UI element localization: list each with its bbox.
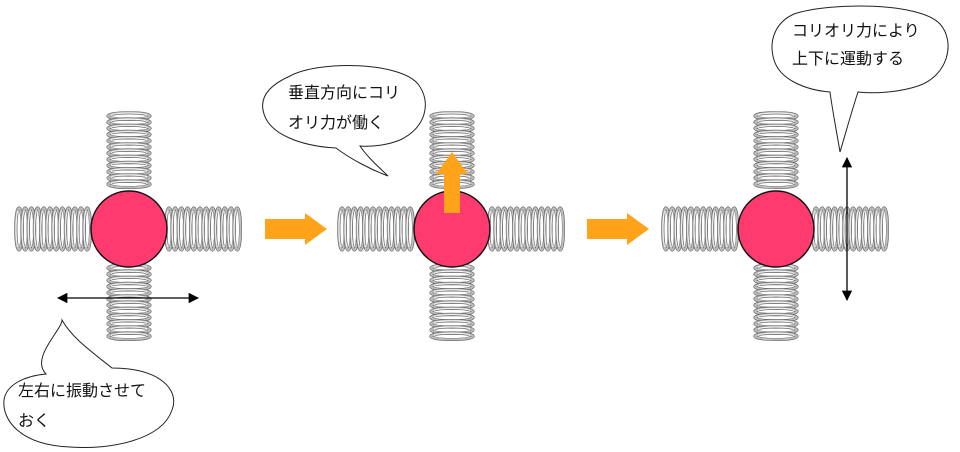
callout-bubble-1 [3,318,175,448]
callout-stage-2: 垂直方向にコリ オリ力が働く [262,65,426,177]
callout-text-1-line-1: 左右に振動させて [18,381,146,400]
spring-right-2 [487,206,566,252]
arrows-layer [56,152,853,304]
springs-layer [14,111,890,342]
callout-text-3-line-2: 上下に運動する [792,49,904,68]
flow-arrow-1 [265,213,327,245]
spring-bottom-2 [429,263,475,342]
mass-1 [90,190,168,268]
masses-layer [90,190,815,268]
spring-left-2 [337,206,416,252]
spring-left-3 [661,206,740,252]
spring-coil-highlight [880,210,887,248]
callout-text-2-line-1: 垂直方向にコリ [288,83,400,102]
spring-coil-highlight [233,210,239,248]
mass-3 [737,190,815,268]
callout-bubble-3 [771,5,949,153]
callout-stage-3: コリオリ力により 上下に運動する [771,5,949,153]
spring-left-1 [14,206,93,252]
callout-text-2-line-2: オリ力が働く [288,113,384,132]
spring-bottom-3 [753,263,799,342]
spring-coil-highlight [757,332,795,338]
callout-bubble-2 [262,65,426,177]
spring-top-2 [429,111,475,190]
spring-bottom-1 [106,263,152,342]
spring-coil-highlight [110,332,148,338]
spring-right-1 [164,206,243,252]
callout-text-3-line-1: コリオリ力により [792,21,920,40]
callout-text-1-line-2: おく [18,411,50,430]
spring-coil-highlight [83,210,90,248]
spring-coil-highlight [730,210,737,248]
spring-coil-highlight [757,180,795,186]
flow-arrow-2 [587,213,649,245]
spring-coil-highlight [556,210,563,248]
spring-coil-highlight [110,180,148,186]
spring-coil-highlight [433,332,471,338]
spring-coil-highlight [58,210,65,248]
coriolis-force-arrow [436,152,468,213]
spring-top-3 [753,111,799,190]
callout-stage-1: 左右に振動させて おく [3,318,175,448]
spring-coil-highlight [406,210,412,248]
spring-top-1 [106,111,152,190]
spring-right-3 [811,206,890,252]
